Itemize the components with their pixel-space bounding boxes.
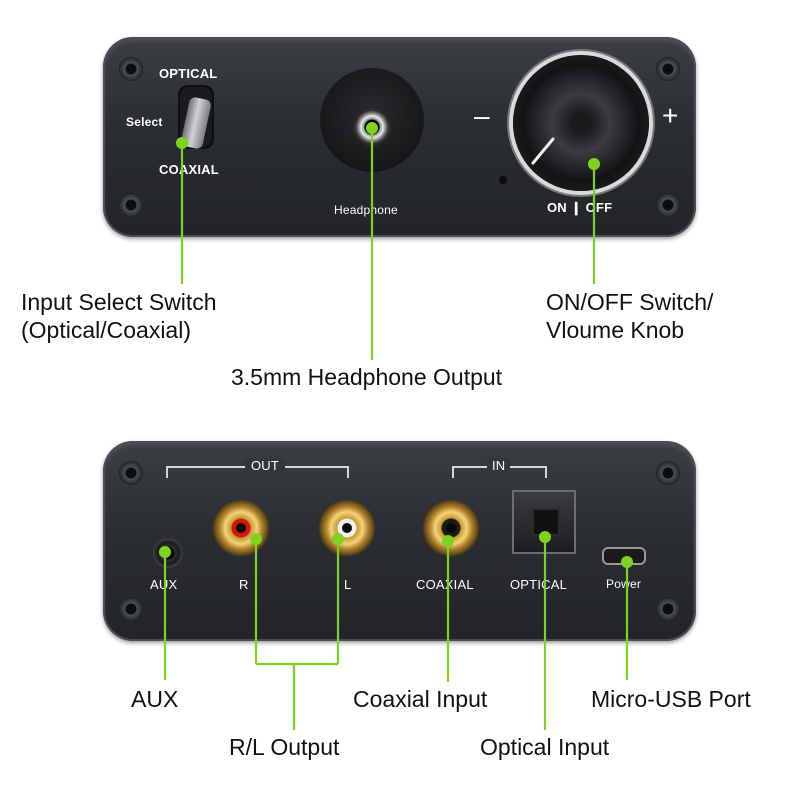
optical-panel-label: OPTICAL: [510, 577, 568, 592]
power-label: Power: [606, 577, 642, 591]
knob-indicator-icon: [531, 137, 555, 165]
screw-icon: [656, 193, 680, 217]
switch-optical-label: OPTICAL: [159, 66, 218, 81]
screw-icon: [119, 193, 143, 217]
rca-right-output[interactable]: [212, 499, 270, 557]
screw-icon: [656, 461, 680, 485]
volume-minus-label: –: [474, 100, 490, 131]
indicator-led: [499, 176, 507, 184]
back-panel: [103, 441, 696, 641]
volume-knob[interactable]: [513, 55, 649, 191]
callout-headphone-output: 3.5mm Headphone Output: [231, 364, 503, 390]
screw-icon: [656, 57, 680, 81]
headphone-jack[interactable]: [353, 108, 391, 146]
callout-onoff: ON/OFF Switch/: [546, 289, 714, 315]
callout-micro-usb: Micro-USB Port: [591, 686, 751, 712]
callout-rl-output: R/L Output: [229, 734, 340, 760]
screw-icon: [656, 597, 680, 621]
callout-volume-knob: Vloume Knob: [546, 317, 685, 343]
on-off-label: ON ❙ OFF: [547, 200, 613, 215]
screw-icon: [119, 597, 143, 621]
in-group-label: IN: [487, 458, 511, 473]
coaxial-panel-label: COAXIAL: [416, 577, 474, 592]
aux-jack[interactable]: [153, 538, 183, 568]
callout-optical-input: Optical Input: [480, 734, 610, 760]
micro-usb-port[interactable]: [602, 547, 646, 565]
volume-plus-label: +: [662, 100, 679, 131]
coaxial-input-jack[interactable]: [422, 499, 480, 557]
switch-select-label: Select: [126, 115, 163, 129]
callout-input-select-sub: (Optical/Coaxial): [21, 317, 191, 343]
optical-input-port[interactable]: [512, 490, 576, 554]
out-group-label: OUT: [245, 458, 286, 473]
screw-icon: [119, 57, 143, 81]
r-channel-label: R: [239, 577, 249, 592]
headphone-label: Headphone: [334, 203, 398, 217]
callout-aux: AUX: [131, 686, 179, 712]
l-channel-label: L: [344, 577, 352, 592]
aux-panel-label: AUX: [150, 577, 178, 592]
switch-coaxial-label: COAXIAL: [159, 162, 219, 177]
screw-icon: [119, 461, 143, 485]
rca-left-output[interactable]: [318, 499, 376, 557]
callout-input-select: Input Select Switch: [21, 289, 217, 315]
callout-coaxial-input: Coaxial Input: [353, 686, 488, 712]
